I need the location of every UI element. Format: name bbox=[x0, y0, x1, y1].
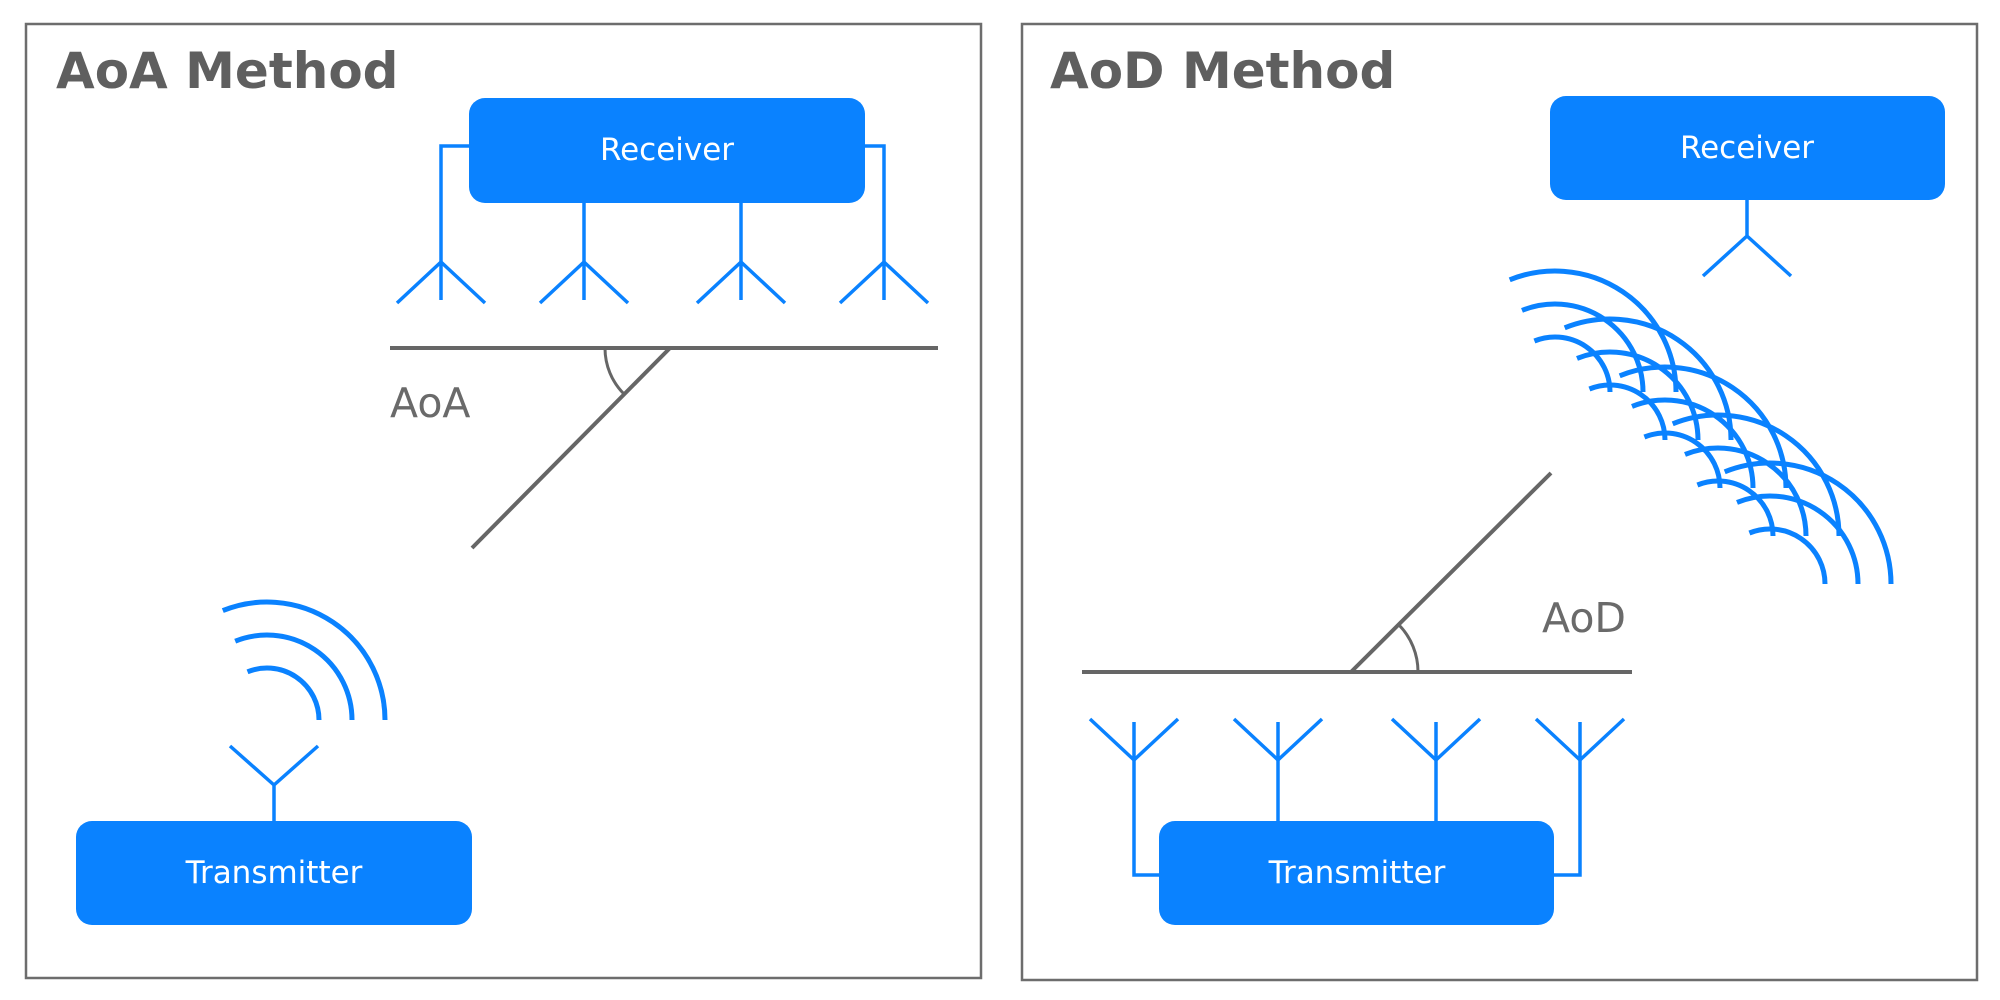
aoa-receiver-box bbox=[469, 98, 865, 203]
aod-angle-label: AoD bbox=[1542, 594, 1626, 642]
aoa-antenna-array bbox=[395, 260, 930, 305]
aod-panel: AoD Method Receiver AoD Transmitter bbox=[1020, 22, 1979, 982]
signal-wave-arc bbox=[1643, 430, 1723, 489]
antenna-icon bbox=[838, 260, 930, 305]
signal-wave-arc bbox=[234, 632, 355, 721]
antenna-icon bbox=[228, 744, 320, 821]
signal-wave-arc bbox=[1533, 334, 1613, 393]
signal-wave-arc bbox=[1696, 478, 1776, 537]
signal-wave-arc bbox=[1521, 301, 1646, 393]
aoa-panel-frame bbox=[24, 22, 983, 980]
aod-transmitter-wiring bbox=[1132, 760, 1582, 877]
aoa-transmitter-box bbox=[76, 821, 472, 925]
signal-waves-icon bbox=[221, 599, 388, 721]
aoa-angle-arc bbox=[603, 347, 626, 396]
signal-wave-arc bbox=[221, 599, 388, 721]
aod-angle-arc bbox=[1397, 623, 1420, 673]
signal-wave-arc bbox=[1563, 316, 1734, 441]
aod-panel-title: AoD Method bbox=[1050, 42, 1395, 100]
signal-wave-arc bbox=[1588, 382, 1668, 441]
signal-wave-arc bbox=[246, 665, 322, 721]
aoa-panel: AoA Method Receiver bbox=[24, 22, 983, 980]
aoa-panel-title: AoA Method bbox=[56, 42, 398, 100]
aod-transmitter-label: Transmitter bbox=[1268, 855, 1446, 891]
antenna-icon bbox=[1232, 717, 1324, 762]
aod-transmitter-box bbox=[1159, 821, 1554, 925]
aod-panel-frame bbox=[1020, 22, 1979, 982]
signal-waves-icon bbox=[1508, 268, 1894, 585]
aoa-incoming-ray bbox=[470, 346, 672, 550]
antenna-icon bbox=[1701, 200, 1793, 278]
signal-wave-arc bbox=[1748, 526, 1828, 585]
antenna-icon bbox=[538, 260, 630, 305]
antenna-icon bbox=[1390, 717, 1482, 762]
antenna-icon bbox=[1534, 717, 1626, 762]
aoa-angle-label: AoA bbox=[390, 379, 470, 427]
aoa-receiver-label: Receiver bbox=[600, 132, 734, 168]
signal-wave-arc bbox=[1671, 412, 1842, 537]
antenna-icon bbox=[395, 260, 487, 305]
aod-outgoing-ray bbox=[1349, 471, 1553, 674]
signal-wave-arc bbox=[1723, 460, 1894, 585]
aoa-transmitter-label: Transmitter bbox=[185, 855, 363, 891]
aoa-receiver-wiring bbox=[439, 144, 886, 262]
signal-wave-arc bbox=[1684, 445, 1809, 537]
signal-wave-arc bbox=[1618, 364, 1789, 489]
aod-receiver-label: Receiver bbox=[1680, 130, 1814, 166]
signal-wave-arc bbox=[1508, 268, 1679, 393]
signal-wave-arc bbox=[1736, 493, 1861, 585]
aod-receiver-box bbox=[1550, 96, 1945, 200]
antenna-icon bbox=[695, 260, 787, 305]
aod-antenna-array bbox=[1088, 717, 1626, 762]
antenna-icon bbox=[1088, 717, 1180, 762]
